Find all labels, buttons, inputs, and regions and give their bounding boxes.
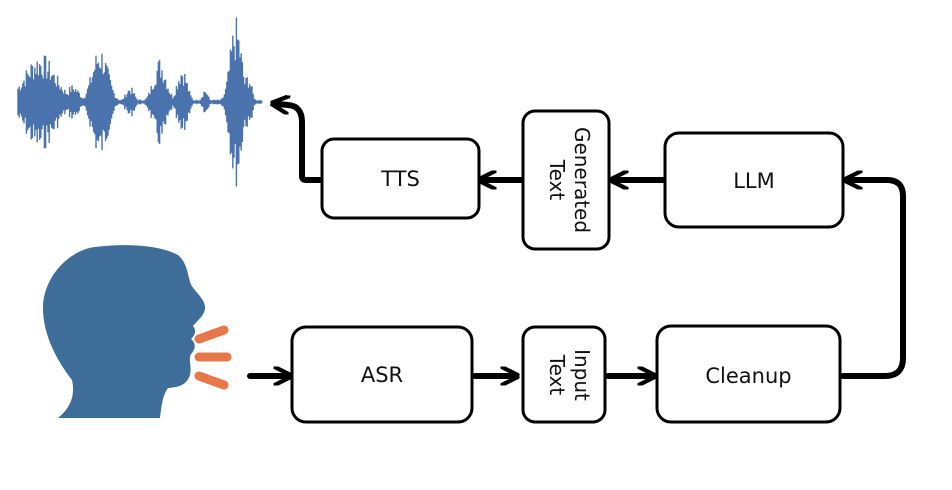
node-cleanup: Cleanup [655, 324, 842, 424]
arrow-tts-to-waveform [278, 104, 323, 183]
speaking-head-icon [42, 245, 232, 418]
asr-label: ASR [361, 363, 403, 387]
node-llm: LLM [663, 131, 845, 229]
node-asr: ASR [290, 325, 474, 424]
generated-text-label-line2: Text [545, 159, 569, 201]
audio-waveform-icon [17, 17, 263, 187]
generated-text-label-line1: Generated [570, 127, 594, 233]
connectors [247, 104, 906, 379]
input-text-label-line2: Text [545, 354, 569, 396]
tts-label: TTS [380, 167, 420, 191]
node-tts: TTS [320, 137, 481, 220]
input-text-label-line1: Input [570, 349, 594, 401]
llm-label: LLM [733, 169, 775, 193]
arrow-cleanup-to-llm [840, 180, 906, 379]
cleanup-label: Cleanup [705, 364, 791, 388]
node-generated-text: Generated Text [521, 109, 611, 251]
node-input-text: Input Text [521, 325, 607, 424]
speech-marks [194, 325, 232, 390]
